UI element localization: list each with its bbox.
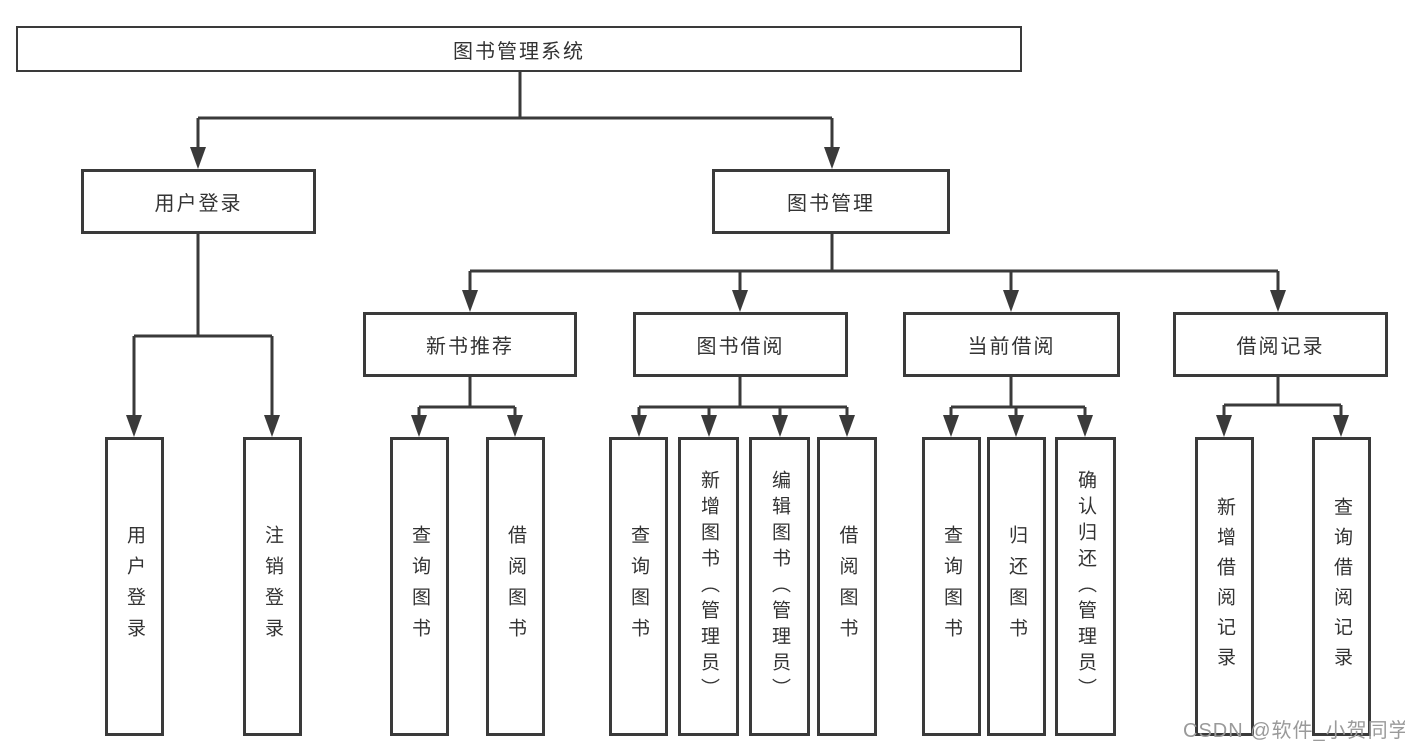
node-new-book-recommend: 新书推荐 bbox=[363, 312, 577, 377]
connector-current-borrow-children bbox=[949, 377, 1087, 418]
connector-user-login-children bbox=[132, 234, 274, 418]
arrowheads bbox=[126, 147, 1349, 437]
node-current-borrow: 当前借阅 bbox=[903, 312, 1120, 377]
node-user-login: 用户登录 bbox=[81, 169, 316, 234]
leaf-logout: 注销登录 bbox=[243, 437, 302, 736]
node-book-management: 图书管理 bbox=[712, 169, 950, 234]
connector-book-management-children bbox=[468, 234, 1280, 293]
leaf-borrow-books: 借阅图书 bbox=[817, 437, 877, 736]
connector-book-borrow-children bbox=[637, 377, 849, 418]
connector-root-to-level2 bbox=[196, 72, 834, 150]
leaf-query-borrow-record: 查询借阅记录 bbox=[1312, 437, 1371, 736]
leaf-borrow-books-recommend: 借阅图书 bbox=[486, 437, 545, 736]
watermark: CSDN @软件_小贺同学 bbox=[1183, 720, 1405, 742]
leaf-query-books-current: 查询图书 bbox=[922, 437, 981, 736]
node-book-borrow: 图书借阅 bbox=[633, 312, 848, 377]
leaf-query-books-borrow: 查询图书 bbox=[609, 437, 668, 736]
leaf-query-books-recommend: 查询图书 bbox=[390, 437, 449, 736]
connector-borrow-records-children bbox=[1222, 377, 1343, 418]
leaf-confirm-return-admin: 确认归还（管理员） bbox=[1055, 437, 1116, 736]
node-borrow-records: 借阅记录 bbox=[1173, 312, 1388, 377]
leaf-return-book: 归还图书 bbox=[987, 437, 1046, 736]
node-library-system: 图书管理系统 bbox=[16, 26, 1022, 72]
leaf-user-login: 用户登录 bbox=[105, 437, 164, 736]
connector-new-book-children bbox=[417, 377, 517, 418]
leaf-add-book-admin: 新增图书（管理员） bbox=[678, 437, 739, 736]
leaf-add-borrow-record: 新增借阅记录 bbox=[1195, 437, 1254, 736]
leaf-edit-book-admin: 编辑图书（管理员） bbox=[749, 437, 810, 736]
